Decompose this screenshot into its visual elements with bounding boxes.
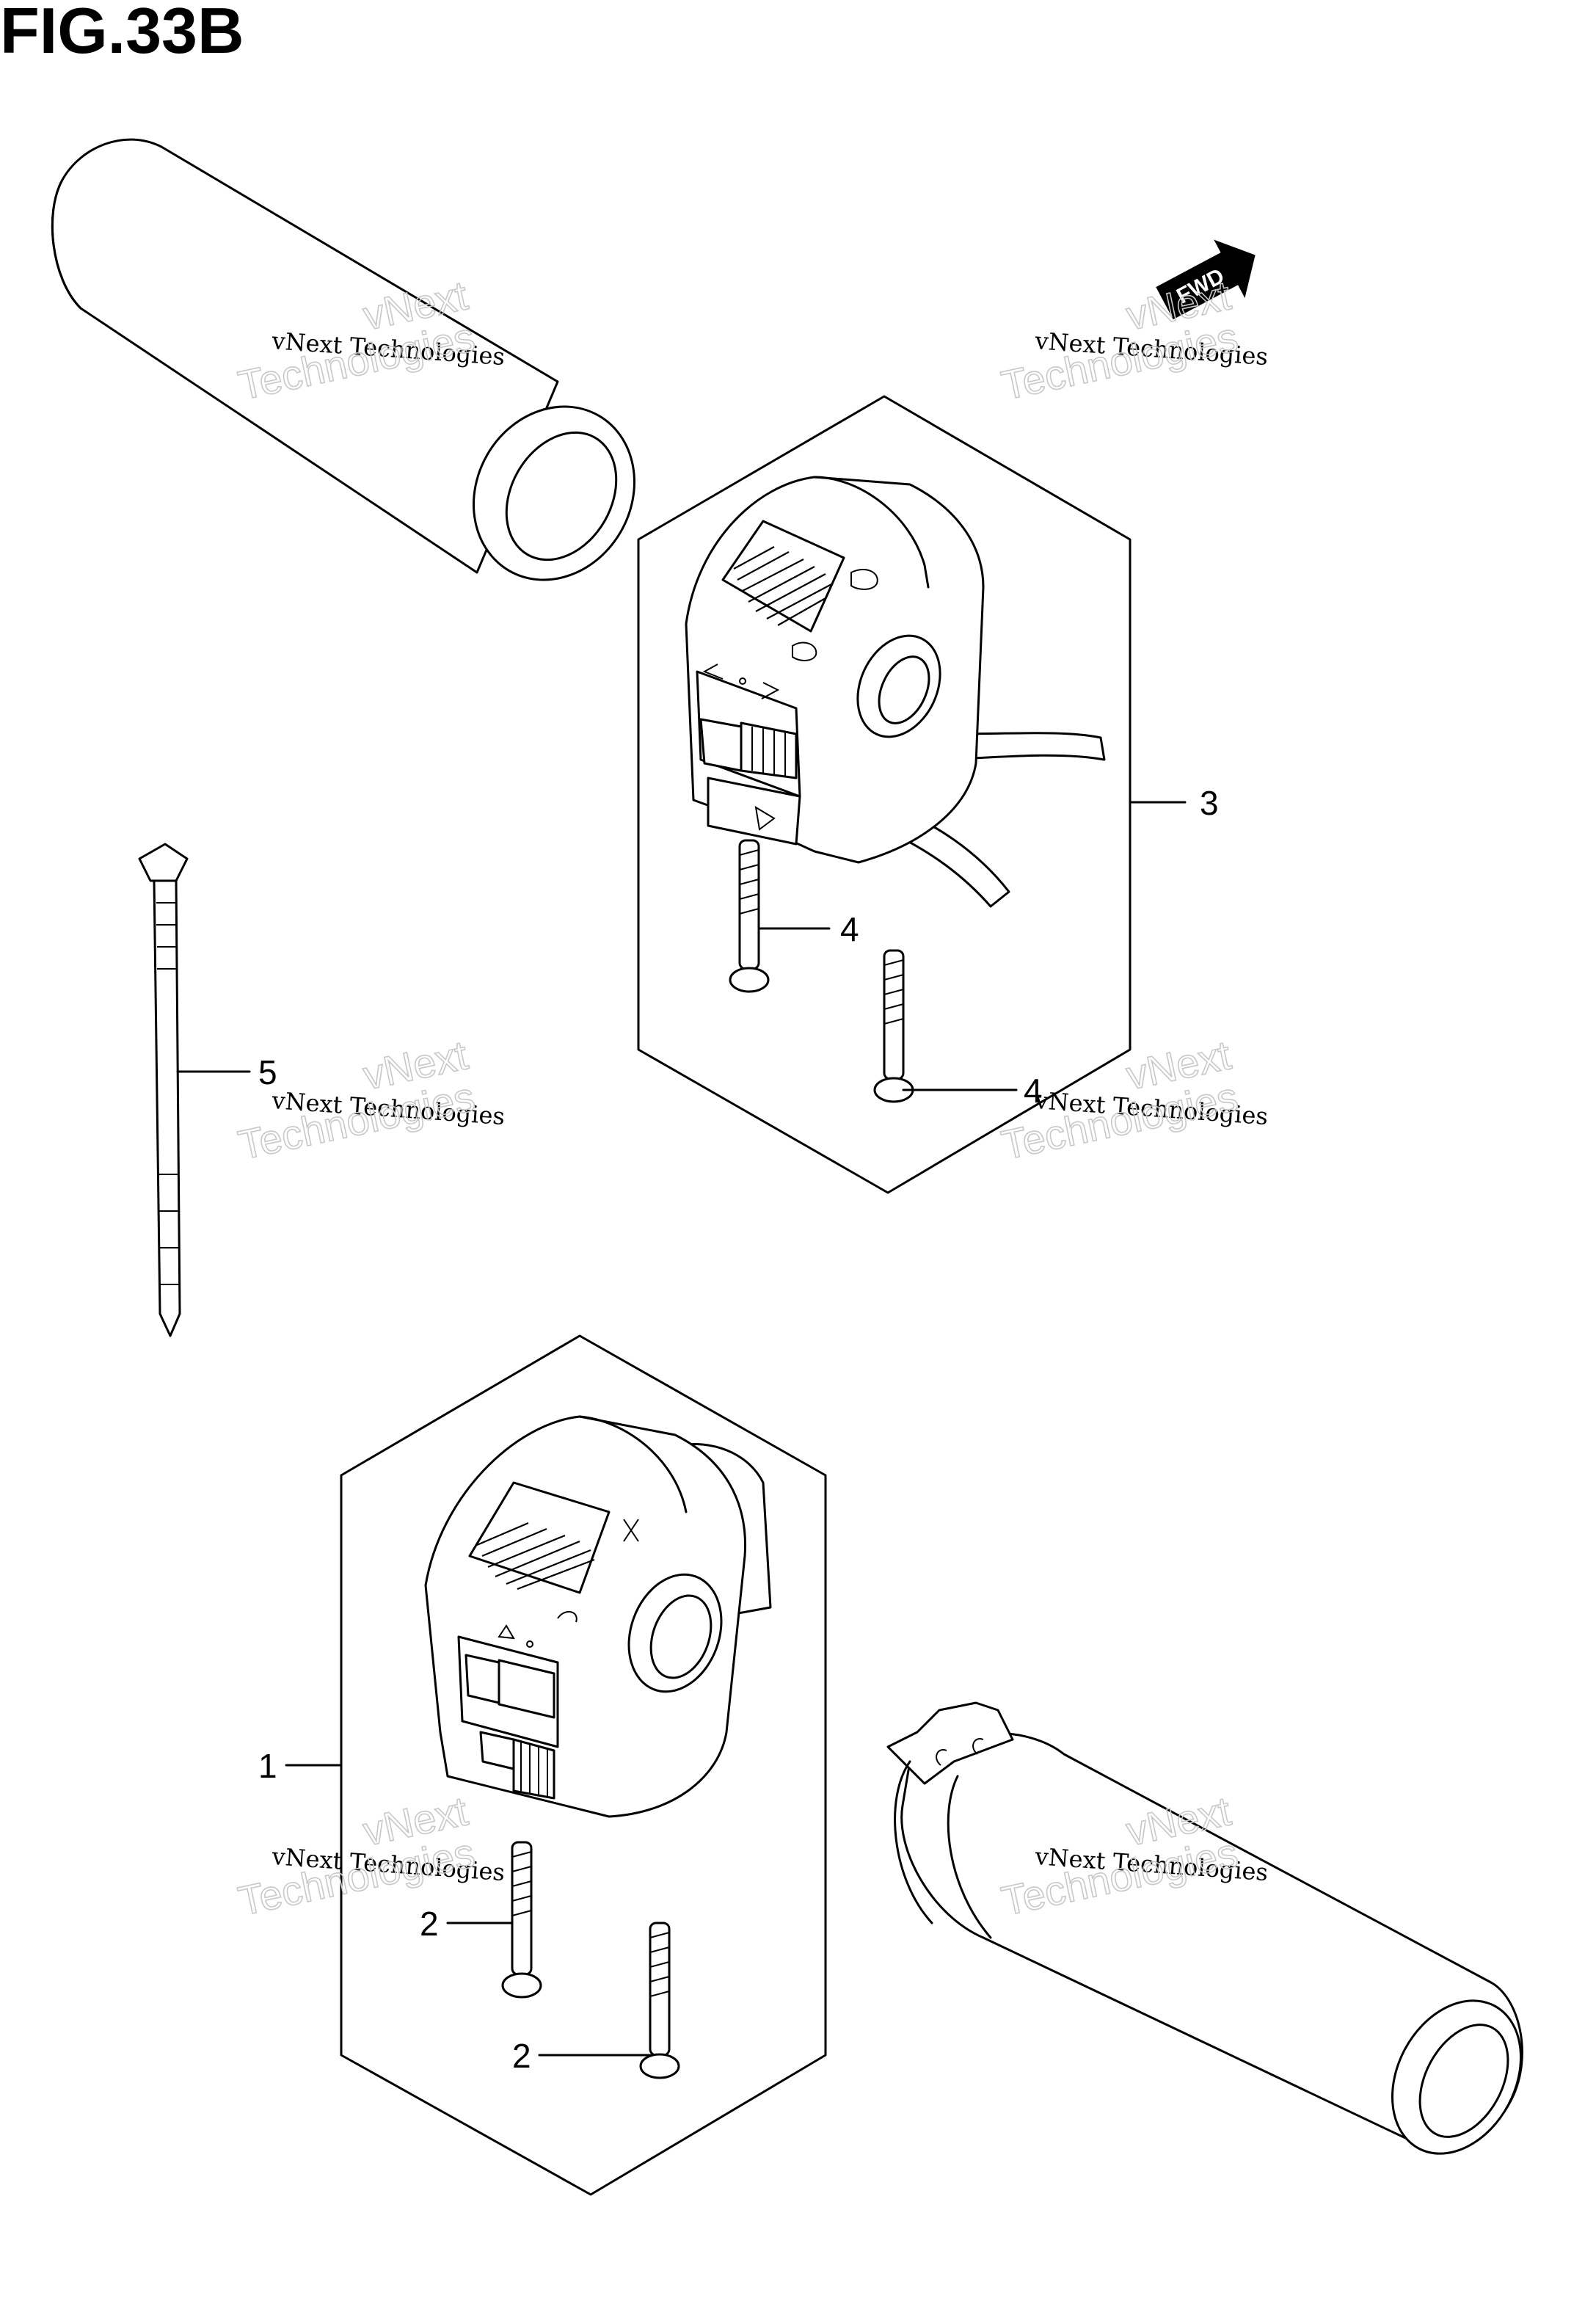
grip-left (51, 138, 635, 581)
callout-4-a: 4 (840, 910, 859, 948)
svg-text:Technologies: Technologies (997, 313, 1242, 409)
callout-3: 3 (1200, 784, 1219, 822)
assembly-outline-part-3 (637, 395, 1132, 1194)
right-handlebar-switch (685, 476, 1106, 908)
watermark: vNext vNext Technologies Technologies (234, 1786, 506, 1924)
watermark: vNext vNext Technologies Technologies (997, 1030, 1269, 1168)
watermark: vNext vNext Technologies Technologies (997, 271, 1269, 409)
figure-title: FIG.33B (0, 0, 244, 67)
watermark: vNext vNext Technologies Technologies (234, 1030, 506, 1168)
callout-5: 5 (258, 1053, 277, 1091)
screw-part-4-b (873, 949, 914, 1103)
callout-2-a: 2 (420, 1905, 439, 1943)
screw-part-2-b (639, 1922, 680, 2079)
screw-part-2-a (501, 1841, 542, 1999)
screw-part-4-a (729, 839, 770, 993)
cable-tie-part-5 (138, 843, 189, 1337)
assembly-outline-part-1 (340, 1334, 827, 2196)
svg-text:Technologies: Technologies (234, 1829, 478, 1924)
callout-1: 1 (258, 1747, 277, 1785)
callout-4-b: 4 (1024, 1072, 1043, 1110)
throttle-grip-right (886, 1701, 1523, 2155)
left-handlebar-switch (424, 1415, 772, 1818)
callout-2-b: 2 (512, 2037, 531, 2075)
